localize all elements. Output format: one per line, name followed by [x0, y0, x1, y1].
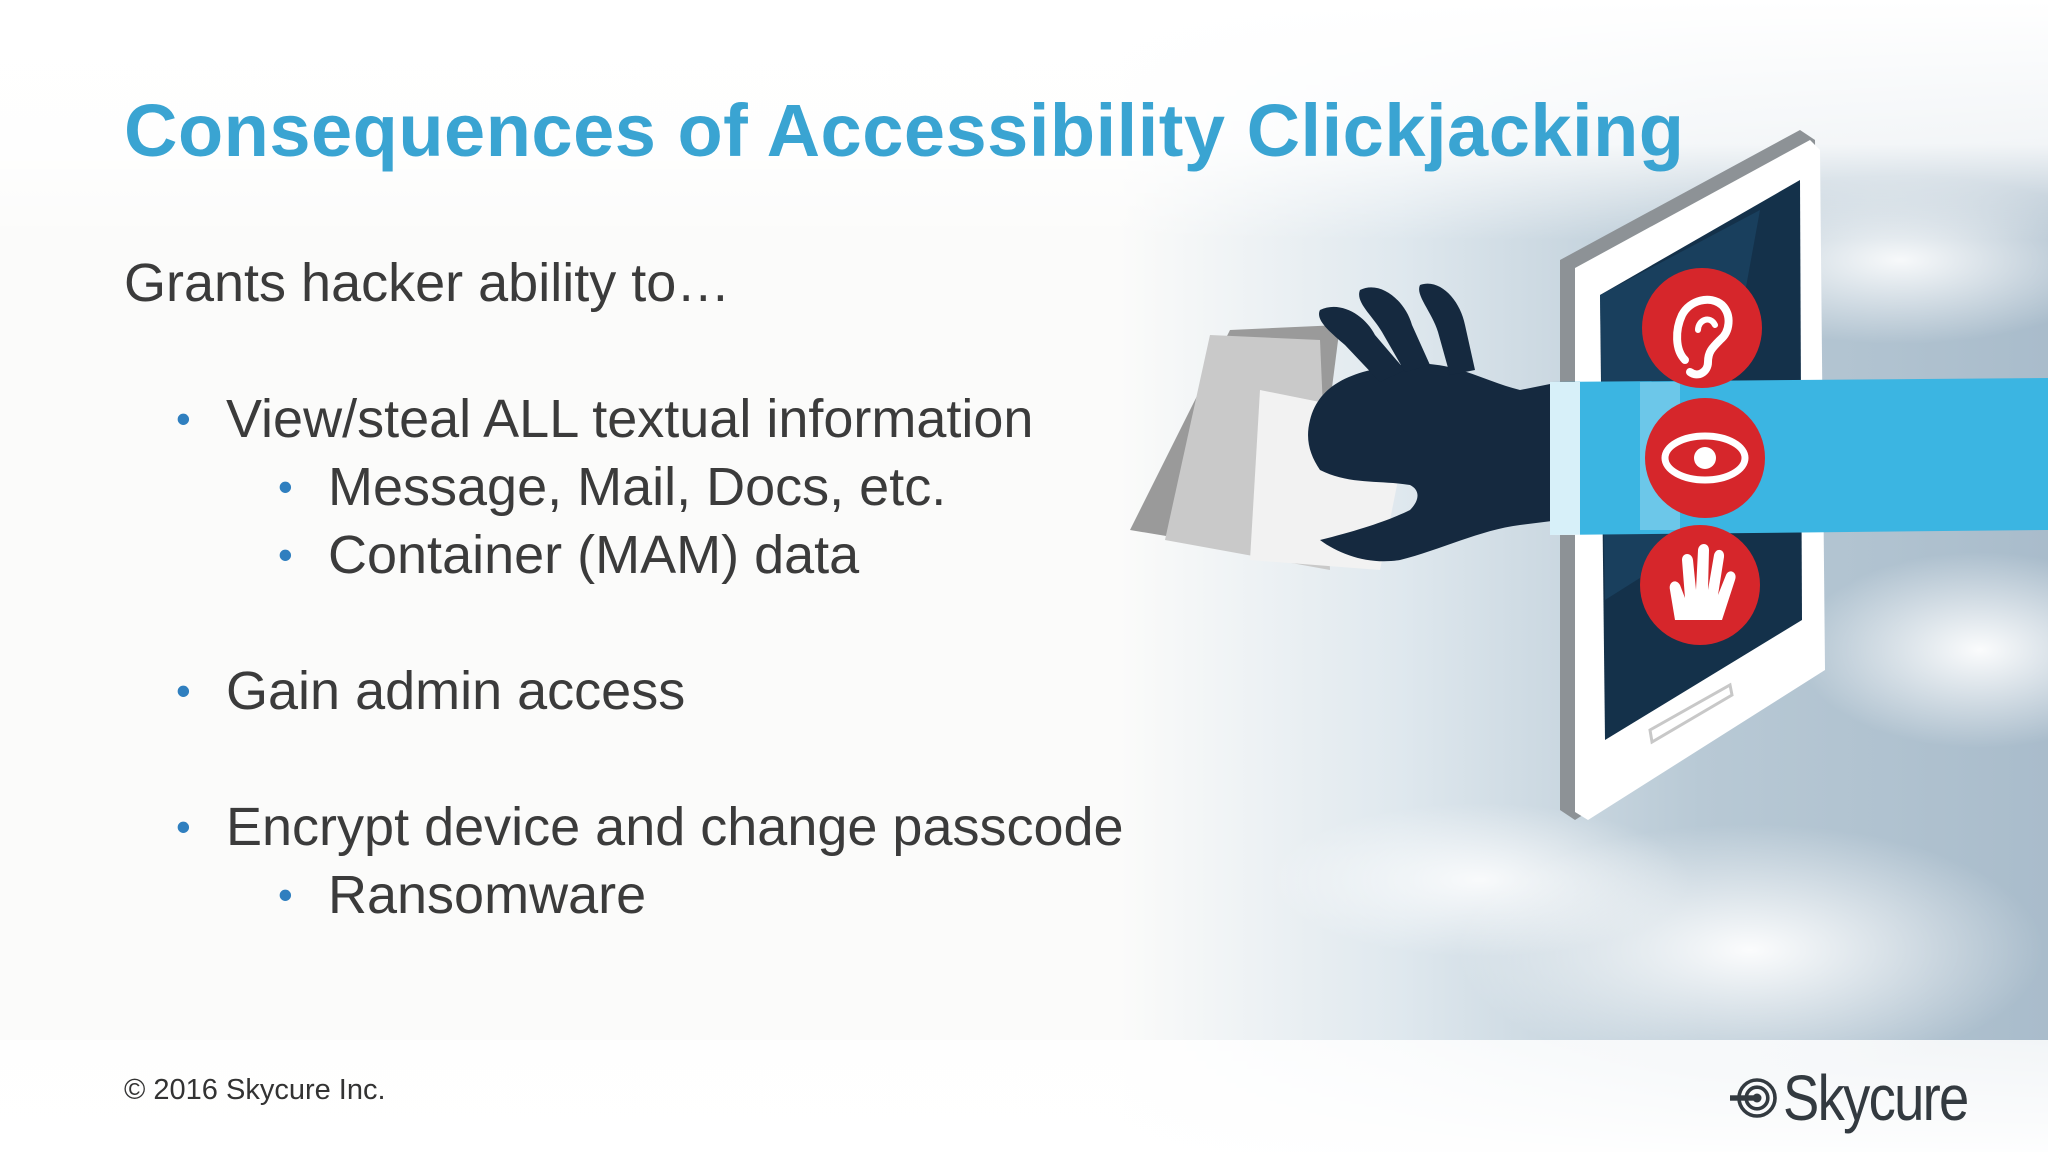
bullet-dot: •	[176, 803, 191, 850]
sub-bullet-text: Container (MAM) data	[328, 525, 860, 585]
ear-icon	[1642, 268, 1762, 388]
bullet-text: Gain admin access	[226, 661, 686, 721]
sleeve-illustration	[1550, 378, 2048, 535]
bullet-item: • Gain admin access	[176, 660, 685, 722]
skycure-logo: Skycure	[1730, 1058, 2000, 1138]
bullet-dot: •	[278, 531, 293, 578]
bullet-dot: •	[176, 395, 191, 442]
bullet-text: View/steal ALL textual information	[226, 389, 1034, 449]
skycure-logo-icon	[1730, 1078, 1777, 1118]
copyright-footer: © 2016 Skycure Inc.	[124, 1074, 386, 1106]
bullet-dot: •	[176, 667, 191, 714]
footer-band	[0, 1040, 2048, 1152]
sub-bullet-text: Ransomware	[328, 865, 647, 925]
hand-icon	[1640, 525, 1760, 645]
hacker-phone-illustration	[1130, 130, 2048, 820]
bullet-text: Encrypt device and change passcode	[226, 797, 1124, 857]
intro-text: Grants hacker ability to…	[124, 253, 731, 313]
bullet-item: • Encrypt device and change passcode	[176, 796, 1124, 858]
hacker-hand-illustration	[1308, 283, 1560, 562]
bullet-dot: •	[278, 871, 293, 918]
sub-bullet-text: Message, Mail, Docs, etc.	[328, 457, 947, 517]
sub-bullet-item: • Container (MAM) data	[278, 524, 859, 586]
sub-bullet-item: • Message, Mail, Docs, etc.	[278, 456, 946, 518]
bullet-dot: •	[278, 463, 293, 510]
sub-bullet-item: • Ransomware	[278, 864, 646, 926]
slide-title: Consequences of Accessibility Clickjacki…	[124, 89, 1685, 172]
eye-icon	[1645, 398, 1765, 518]
bullet-item: • View/steal ALL textual information	[176, 388, 1033, 450]
logo-text: Skycure	[1782, 1062, 1969, 1134]
